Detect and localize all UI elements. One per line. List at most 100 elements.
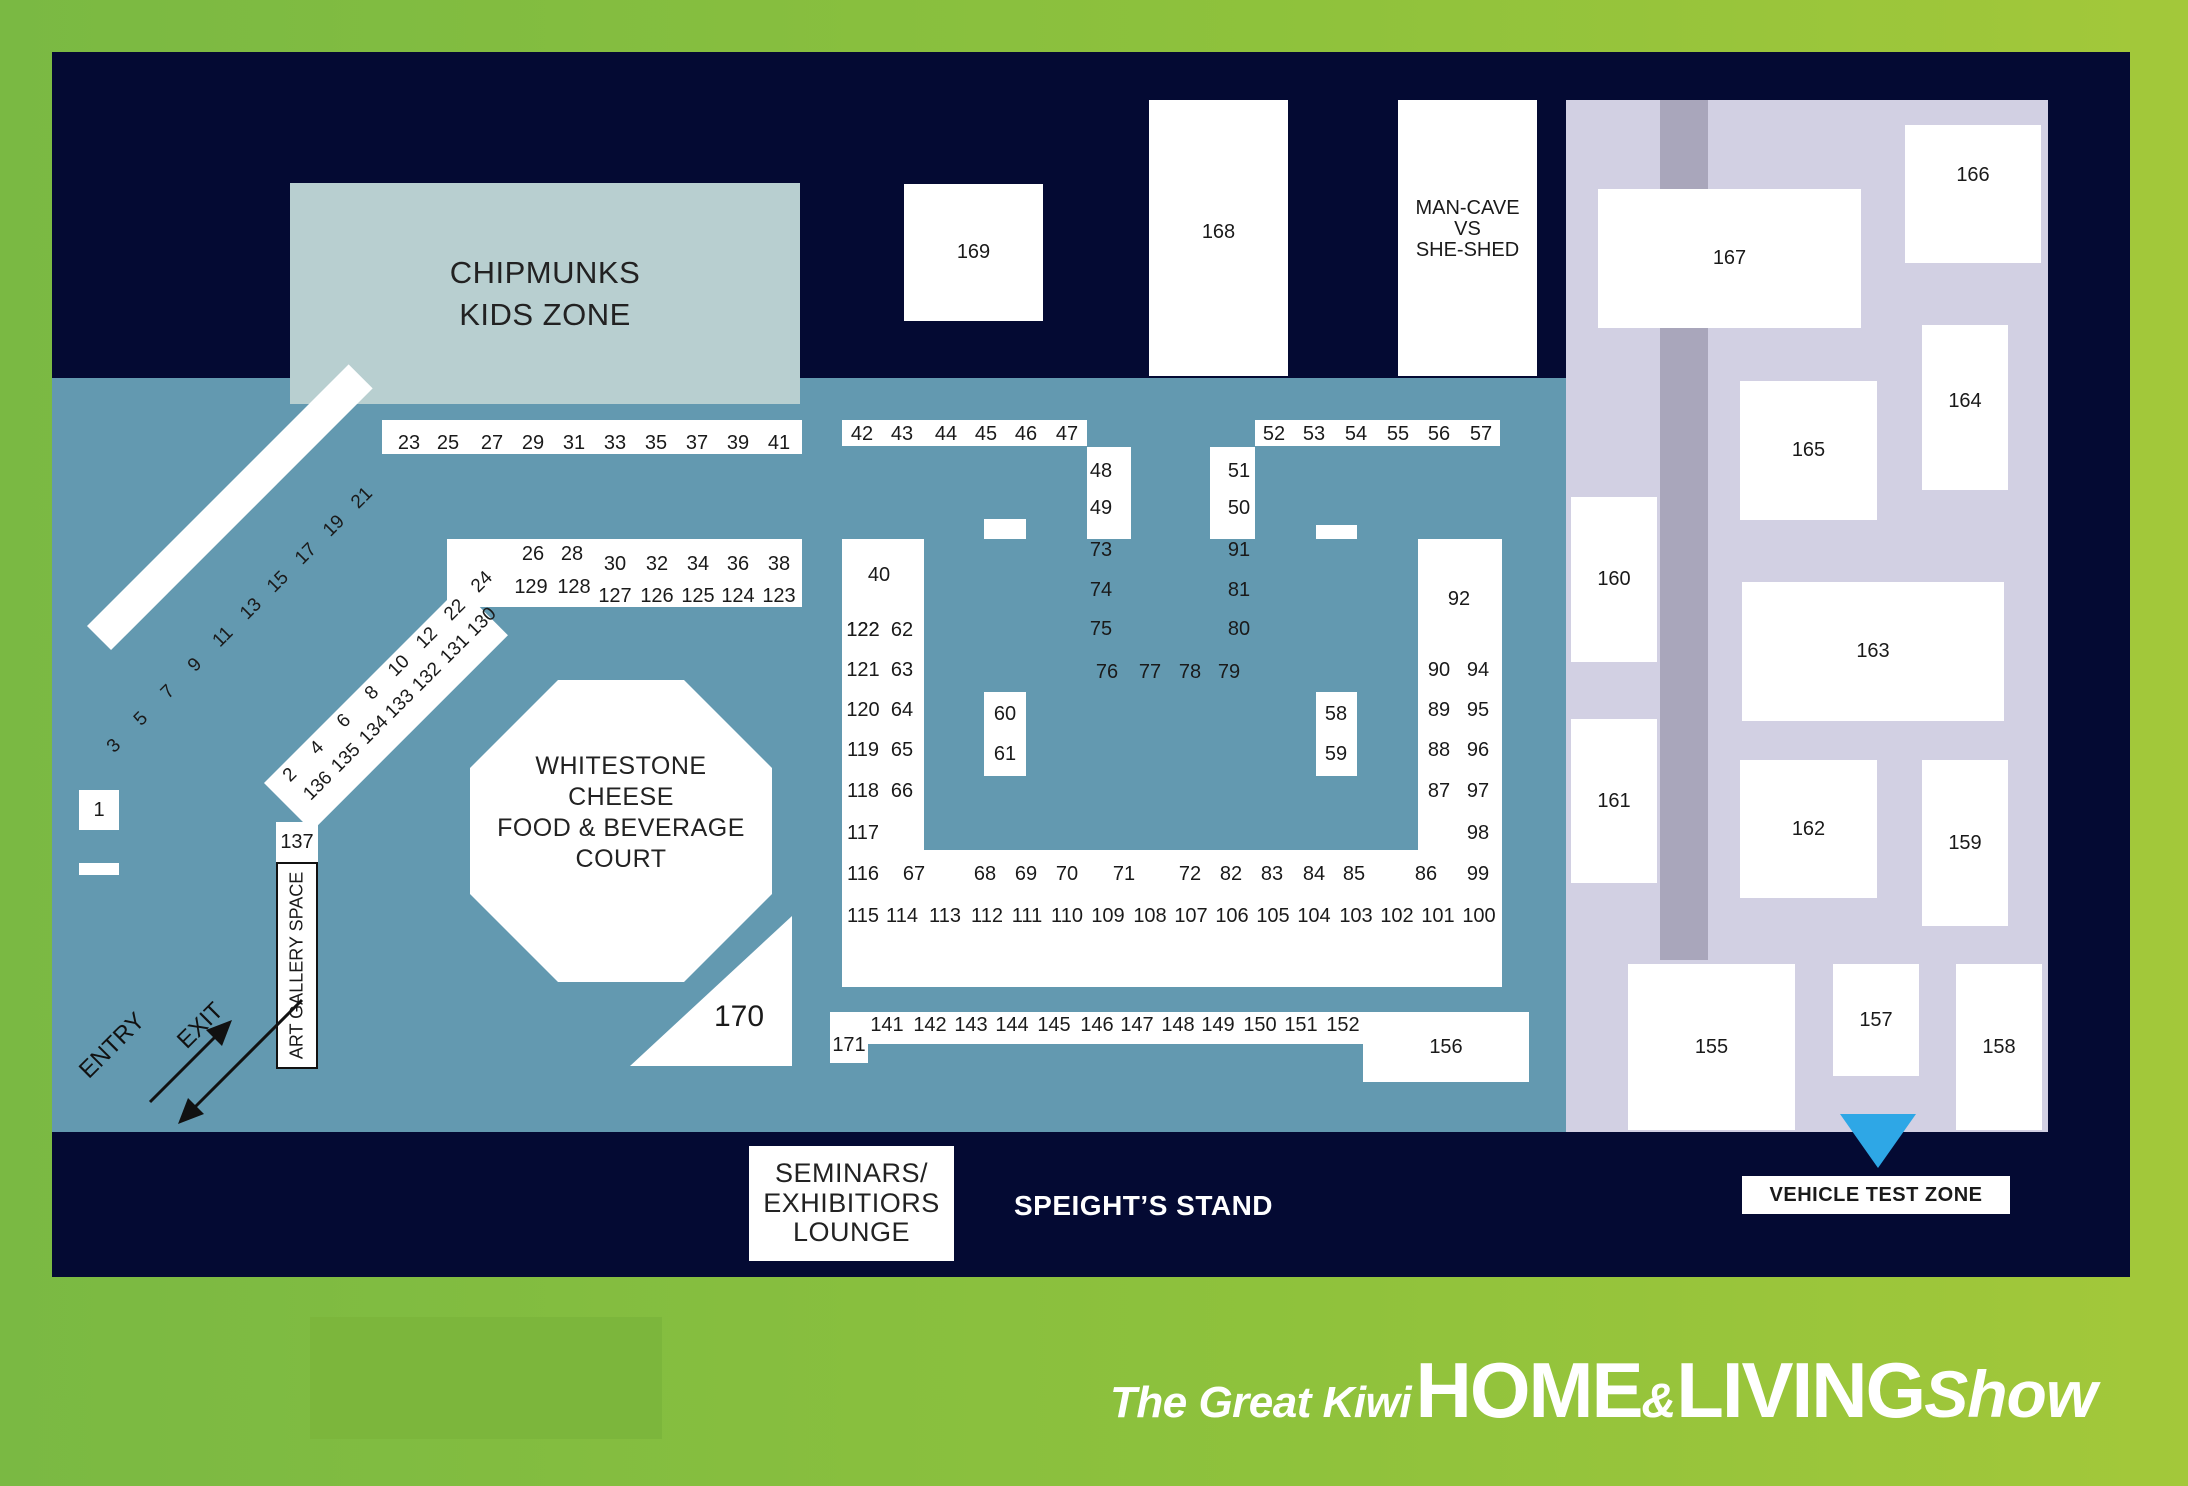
- stand-1[interactable]: 1: [79, 790, 119, 830]
- stand-29[interactable]: 29: [521, 432, 545, 454]
- stand-170-shape[interactable]: [630, 916, 792, 1066]
- stand-161[interactable]: 161: [1571, 719, 1657, 883]
- stand-87[interactable]: 87: [1427, 780, 1451, 802]
- stand-46[interactable]: 46: [1014, 423, 1038, 445]
- stand-155[interactable]: 155: [1628, 964, 1795, 1130]
- stand-164[interactable]: 164: [1922, 325, 2008, 490]
- stand-60[interactable]: 60: [993, 703, 1017, 725]
- stand-35[interactable]: 35: [644, 432, 668, 454]
- stand-45[interactable]: 45: [974, 423, 998, 445]
- stand-100[interactable]: 100: [1462, 905, 1496, 927]
- stand-6[interactable]: 6: [332, 709, 356, 733]
- stand-124[interactable]: 124: [721, 585, 755, 607]
- stand-51[interactable]: 51: [1227, 460, 1251, 482]
- stand-156[interactable]: 156: [1363, 1012, 1529, 1082]
- stand-123[interactable]: 123: [762, 585, 796, 607]
- stand-55[interactable]: 55: [1386, 423, 1410, 445]
- stand-83[interactable]: 83: [1260, 863, 1284, 885]
- stand-95[interactable]: 95: [1466, 699, 1490, 721]
- stand-25[interactable]: 25: [436, 432, 460, 454]
- stand-122[interactable]: 122: [846, 619, 880, 641]
- stand-103[interactable]: 103: [1339, 905, 1373, 927]
- stand-28[interactable]: 28: [560, 543, 584, 565]
- stand-33[interactable]: 33: [603, 432, 627, 454]
- stand-10[interactable]: 10: [384, 651, 414, 681]
- stand-30[interactable]: 30: [603, 553, 627, 575]
- stand-104[interactable]: 104: [1297, 905, 1331, 927]
- stand-108[interactable]: 108: [1133, 905, 1167, 927]
- stand-52[interactable]: 52: [1262, 423, 1286, 445]
- stand-84[interactable]: 84: [1302, 863, 1326, 885]
- stand-125[interactable]: 125: [681, 585, 715, 607]
- stand-58[interactable]: 58: [1324, 703, 1348, 725]
- stand-8[interactable]: 8: [360, 681, 384, 705]
- stand-167[interactable]: 167: [1598, 189, 1861, 328]
- stand-160[interactable]: 160: [1571, 497, 1657, 662]
- stand-49[interactable]: 49: [1089, 497, 1113, 519]
- stand-92[interactable]: 92: [1447, 588, 1471, 610]
- stand-145[interactable]: 145: [1037, 1014, 1071, 1036]
- stand-61[interactable]: 61: [993, 743, 1017, 765]
- stand-99[interactable]: 99: [1466, 863, 1490, 885]
- stand-62[interactable]: 62: [890, 619, 914, 641]
- stand-122[interactable]: 122: [846, 619, 880, 641]
- stand-89[interactable]: 89: [1427, 699, 1451, 721]
- stand-81[interactable]: 81: [1227, 579, 1251, 601]
- stand-71[interactable]: 71: [1112, 863, 1136, 885]
- stand-26[interactable]: 26: [521, 543, 545, 565]
- stand-41[interactable]: 41: [767, 432, 791, 454]
- stand-134[interactable]: 134: [355, 711, 393, 749]
- stand-131[interactable]: 131: [436, 630, 474, 668]
- stand-109[interactable]: 109: [1091, 905, 1125, 927]
- stand-142[interactable]: 142: [913, 1014, 947, 1036]
- stand-72[interactable]: 72: [1178, 863, 1202, 885]
- stand-128[interactable]: 128: [557, 576, 591, 598]
- stand-43[interactable]: 43: [890, 423, 914, 445]
- stand-165[interactable]: 165: [1740, 381, 1877, 520]
- stand-148[interactable]: 148: [1161, 1014, 1195, 1036]
- stand-107[interactable]: 107: [1174, 905, 1208, 927]
- stand-144[interactable]: 144: [995, 1014, 1029, 1036]
- stand-132[interactable]: 132: [408, 658, 446, 696]
- stand-119[interactable]: 119: [847, 739, 879, 761]
- stand-77[interactable]: 77: [1138, 661, 1162, 683]
- stand-53[interactable]: 53: [1302, 423, 1326, 445]
- stand-147[interactable]: 147: [1120, 1014, 1154, 1036]
- stand-47[interactable]: 47: [1055, 423, 1079, 445]
- stand-59[interactable]: 59: [1324, 743, 1348, 765]
- stand-79[interactable]: 79: [1217, 661, 1241, 683]
- stand-115[interactable]: 115: [847, 905, 879, 927]
- stand-163[interactable]: 163: [1742, 582, 2004, 721]
- stand-73[interactable]: 73: [1089, 539, 1113, 561]
- stand-97[interactable]: 97: [1466, 780, 1490, 802]
- stand-24[interactable]: 24: [467, 567, 497, 597]
- stand-162[interactable]: 162: [1740, 760, 1877, 898]
- stand-74[interactable]: 74: [1089, 579, 1113, 601]
- stand-157[interactable]: 157: [1833, 964, 1919, 1076]
- stand-17[interactable]: 17: [291, 539, 321, 569]
- stand-4[interactable]: 4: [305, 736, 329, 760]
- art-gallery-space[interactable]: ART GALLERY SPACE: [276, 862, 318, 1069]
- stand-116[interactable]: 116: [847, 863, 879, 885]
- stand-114[interactable]: 114: [886, 905, 918, 927]
- stand-117[interactable]: 117: [847, 822, 879, 844]
- stand-3[interactable]: 3: [102, 734, 126, 758]
- stand-78[interactable]: 78: [1178, 661, 1202, 683]
- stand-135[interactable]: 135: [327, 739, 365, 777]
- stand-169[interactable]: 169: [904, 184, 1043, 321]
- stand-136[interactable]: 136: [299, 767, 337, 805]
- stand-121[interactable]: 121: [846, 659, 880, 681]
- stand-82[interactable]: 82: [1219, 863, 1243, 885]
- stand-57[interactable]: 57: [1469, 423, 1493, 445]
- stand-146[interactable]: 146: [1080, 1014, 1114, 1036]
- stand-143[interactable]: 143: [954, 1014, 988, 1036]
- stand-110[interactable]: 110: [1051, 905, 1083, 927]
- stand-129[interactable]: 129: [514, 576, 548, 598]
- stand-2[interactable]: 2: [278, 763, 302, 787]
- stand-58-59[interactable]: [1316, 692, 1357, 776]
- stand-7[interactable]: 7: [156, 680, 180, 704]
- stand-38[interactable]: 38: [767, 553, 791, 575]
- stand-152[interactable]: 152: [1326, 1014, 1360, 1036]
